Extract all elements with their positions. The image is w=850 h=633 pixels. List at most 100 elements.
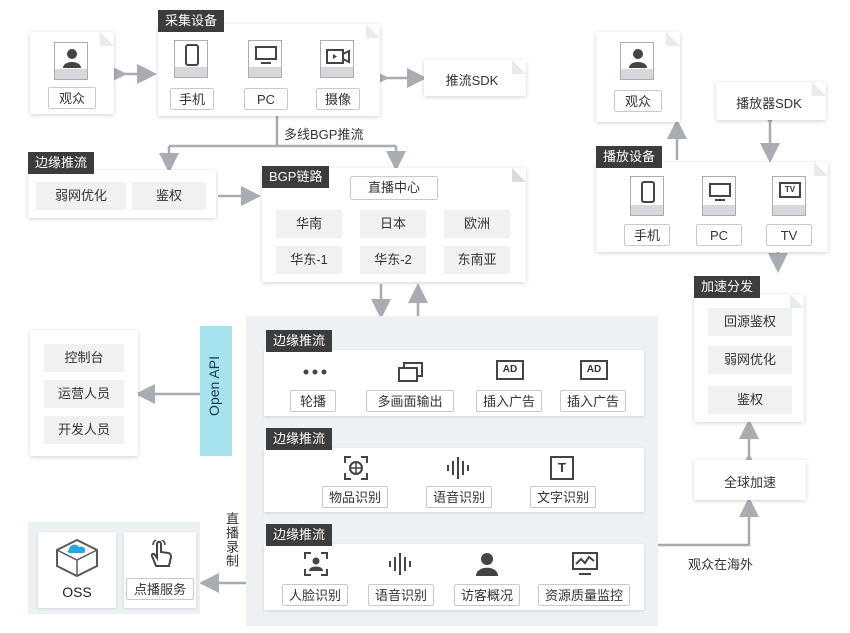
playback-pc-device bbox=[702, 176, 736, 216]
voice-recognition-icon bbox=[447, 457, 469, 479]
bgp-region-europe: 欧洲 bbox=[444, 210, 510, 238]
bgp-region-southeast-asia: 东南亚 bbox=[444, 246, 510, 274]
viewer-right-label: 观众 bbox=[614, 90, 662, 112]
capture-pc-label: PC bbox=[244, 88, 288, 110]
phone-icon bbox=[641, 181, 655, 203]
storage-panel: OSS 点播服务 bbox=[28, 522, 200, 614]
overseas-label: 观众在海外 bbox=[688, 557, 754, 572]
playback-phone-label: 手机 bbox=[624, 224, 670, 246]
push-sdk-label: 推流SDK bbox=[445, 73, 499, 88]
carousel-icon bbox=[303, 369, 327, 375]
playback-tv-device: TV bbox=[772, 176, 806, 216]
edge-row-2-title: 边缘推流 bbox=[266, 428, 333, 450]
oss-label: OSS bbox=[62, 584, 92, 600]
push-sdk-card: 推流SDK bbox=[424, 60, 526, 96]
capture-camera-label: 摄像 bbox=[316, 88, 360, 110]
player-sdk-card: 播放器SDK bbox=[716, 82, 826, 120]
camera-icon bbox=[326, 49, 350, 64]
playback-pc-label: PC bbox=[696, 224, 742, 246]
voice-recognition-label-2: 语音识别 bbox=[368, 584, 434, 606]
viewer-right-card: 观众 bbox=[596, 32, 680, 122]
playback-tv-label: TV bbox=[766, 224, 812, 246]
visitor-icon bbox=[476, 553, 498, 576]
bgp-region-east-china-1: 华东-1 bbox=[276, 246, 342, 274]
tv-icon: TV bbox=[779, 182, 801, 198]
accel-item-origin-auth: 回源鉴权 bbox=[708, 308, 792, 336]
oss-card: OSS bbox=[38, 532, 116, 608]
capture-phone-device bbox=[174, 40, 208, 78]
monitor-icon bbox=[255, 46, 277, 64]
voice-recognition-label-1: 语音识别 bbox=[426, 486, 492, 508]
accel-card: 回源鉴权 弱网优化 鉴权 bbox=[694, 294, 804, 422]
player-sdk-label: 播放器SDK bbox=[736, 96, 802, 111]
console-item-operators: 运营人员 bbox=[44, 380, 124, 408]
multi-bgp-label: 多线BGP推流 bbox=[284, 127, 364, 142]
viewer-left-label: 观众 bbox=[48, 87, 96, 109]
accel-item-auth: 鉴权 bbox=[708, 386, 792, 414]
vod-label: 点播服务 bbox=[126, 578, 194, 600]
record-label: 直播录制 bbox=[224, 512, 239, 568]
bgp-card: 直播中心 华南 日本 欧洲 华东-1 华东-2 东南亚 bbox=[262, 168, 526, 282]
open-api-label: Open API bbox=[206, 356, 222, 416]
bgp-center: 直播中心 bbox=[350, 176, 438, 200]
ad-label-1: 插入广告 bbox=[476, 390, 542, 412]
edge-top-card: 弱网优化 鉴权 bbox=[28, 170, 216, 218]
edge-panel: 轮播 多画面输出 AD 插入广告 AD 插入广告 边缘推流 物品识别 语音识别 … bbox=[246, 316, 658, 626]
voice-recognition-icon bbox=[389, 553, 411, 575]
edge-top-title: 边缘推流 bbox=[28, 152, 95, 174]
multi-screen-label: 多画面输出 bbox=[366, 390, 454, 412]
ad-icon: AD bbox=[496, 360, 524, 380]
capture-camera-device bbox=[320, 40, 354, 78]
monitor-icon bbox=[709, 183, 731, 201]
playback-title: 播放设备 bbox=[596, 146, 663, 168]
viewer-right-device bbox=[620, 42, 654, 80]
phone-icon bbox=[185, 44, 199, 66]
accel-title: 加速分发 bbox=[694, 276, 761, 298]
multi-screen-icon bbox=[398, 362, 423, 382]
ad-icon: AD bbox=[580, 360, 608, 380]
viewer-left-card: 观众 bbox=[30, 32, 114, 114]
edge-row-1-title: 边缘推流 bbox=[266, 330, 333, 352]
object-recognition-icon bbox=[344, 456, 368, 480]
oss-icon bbox=[56, 538, 98, 578]
console-item-developers: 开发人员 bbox=[44, 416, 124, 444]
edge-top-item-auth: 鉴权 bbox=[132, 182, 206, 210]
edge-top-item-weak-network: 弱网优化 bbox=[36, 182, 126, 210]
quality-monitor-icon bbox=[572, 552, 598, 575]
text-recognition-label: 文字识别 bbox=[530, 486, 596, 508]
edge-row-3: 人脸识别 语音识别 访客概况 资源质量监控 bbox=[264, 544, 644, 610]
face-recognition-label: 人脸识别 bbox=[282, 584, 348, 606]
bgp-region-south-china: 华南 bbox=[276, 210, 342, 238]
edge-row-2: 物品识别 语音识别 T 文字识别 bbox=[264, 448, 644, 512]
console-item-console: 控制台 bbox=[44, 344, 124, 372]
viewer-left-device bbox=[54, 42, 88, 80]
user-icon bbox=[63, 49, 81, 68]
carousel-label: 轮播 bbox=[290, 390, 336, 412]
open-api-bar: Open API bbox=[200, 326, 232, 456]
global-accel-card: 全球加速 bbox=[694, 460, 806, 500]
visitor-label: 访客概况 bbox=[454, 584, 520, 606]
text-recognition-icon: T bbox=[550, 456, 574, 480]
quality-monitor-label: 资源质量监控 bbox=[538, 584, 630, 606]
object-recognition-label: 物品识别 bbox=[322, 486, 388, 508]
console-card: 控制台 运营人员 开发人员 bbox=[30, 330, 138, 456]
ad-label-2: 插入广告 bbox=[560, 390, 626, 412]
capture-phone-label: 手机 bbox=[170, 88, 214, 110]
vod-card: 点播服务 bbox=[124, 532, 196, 608]
user-icon bbox=[629, 49, 647, 68]
overseas-line bbox=[658, 497, 759, 547]
playback-card: 手机 PC TV TV bbox=[596, 162, 828, 252]
capture-card: 手机 PC 摄像 bbox=[158, 24, 380, 116]
capture-pc-device bbox=[248, 40, 282, 78]
edge-row-3-title: 边缘推流 bbox=[266, 524, 333, 546]
bgp-region-japan: 日本 bbox=[360, 210, 426, 238]
capture-title: 采集设备 bbox=[158, 10, 225, 32]
edge-row-1: 轮播 多画面输出 AD 插入广告 AD 插入广告 bbox=[264, 350, 644, 416]
bgp-region-east-china-2: 华东-2 bbox=[360, 246, 426, 274]
global-accel-label: 全球加速 bbox=[723, 475, 776, 490]
face-recognition-icon bbox=[304, 552, 328, 576]
bgp-title: BGP链路 bbox=[262, 166, 330, 188]
hand-pointer-icon bbox=[150, 540, 172, 567]
accel-item-weak-network: 弱网优化 bbox=[708, 346, 792, 374]
